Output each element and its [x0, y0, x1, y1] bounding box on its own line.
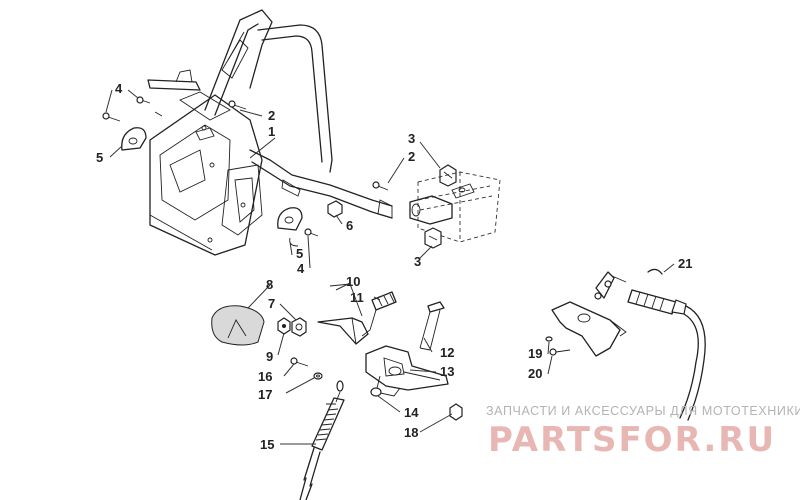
- callout-4-upper: 4: [115, 81, 123, 96]
- shift-cable-15: [299, 380, 345, 500]
- callout-12: 12: [440, 345, 454, 360]
- bolts-left: [102, 96, 343, 247]
- callout-21: 21: [678, 256, 692, 271]
- callouts: 1 2 2 3 3 4 4 5 5 6 7 8 9 10 11 12 13 14…: [96, 81, 692, 452]
- callout-20: 20: [528, 366, 542, 381]
- callout-2-right: 2: [408, 149, 415, 164]
- callout-1: 1: [268, 124, 275, 139]
- callout-19: 19: [528, 346, 542, 361]
- main-bracket: [147, 9, 393, 256]
- callout-9: 9: [266, 349, 273, 364]
- callout-14: 14: [404, 405, 419, 420]
- callout-16: 16: [258, 369, 272, 384]
- callout-15: 15: [260, 437, 274, 452]
- watermark-tagline: ЗАПЧАСТИ И АКСЕССУАРЫ ДЛЯ МОТОТЕХНИКИ: [486, 404, 800, 418]
- callout-6: 6: [346, 218, 353, 233]
- callout-5-upper: 5: [96, 150, 103, 165]
- callout-11: 11: [350, 290, 364, 305]
- spring-11: [361, 291, 397, 337]
- callout-13: 13: [440, 364, 454, 379]
- callout-10: 10: [346, 274, 360, 289]
- callout-4-lower: 4: [297, 261, 305, 276]
- callout-3-lower: 3: [414, 254, 421, 269]
- shift-lever: [211, 283, 463, 421]
- leader-lines: [105, 89, 675, 445]
- callout-17: 17: [258, 387, 272, 402]
- watermark-logo: PARTSFOR.RU: [488, 420, 777, 460]
- callout-7: 7: [268, 296, 275, 311]
- callout-18: 18: [404, 425, 418, 440]
- callout-2-upper: 2: [268, 108, 275, 123]
- callout-8: 8: [266, 277, 273, 292]
- cable-bracket: [545, 268, 706, 421]
- latch-assembly: [372, 164, 501, 249]
- callout-5-lower: 5: [296, 246, 303, 261]
- callout-3-upper: 3: [408, 131, 415, 146]
